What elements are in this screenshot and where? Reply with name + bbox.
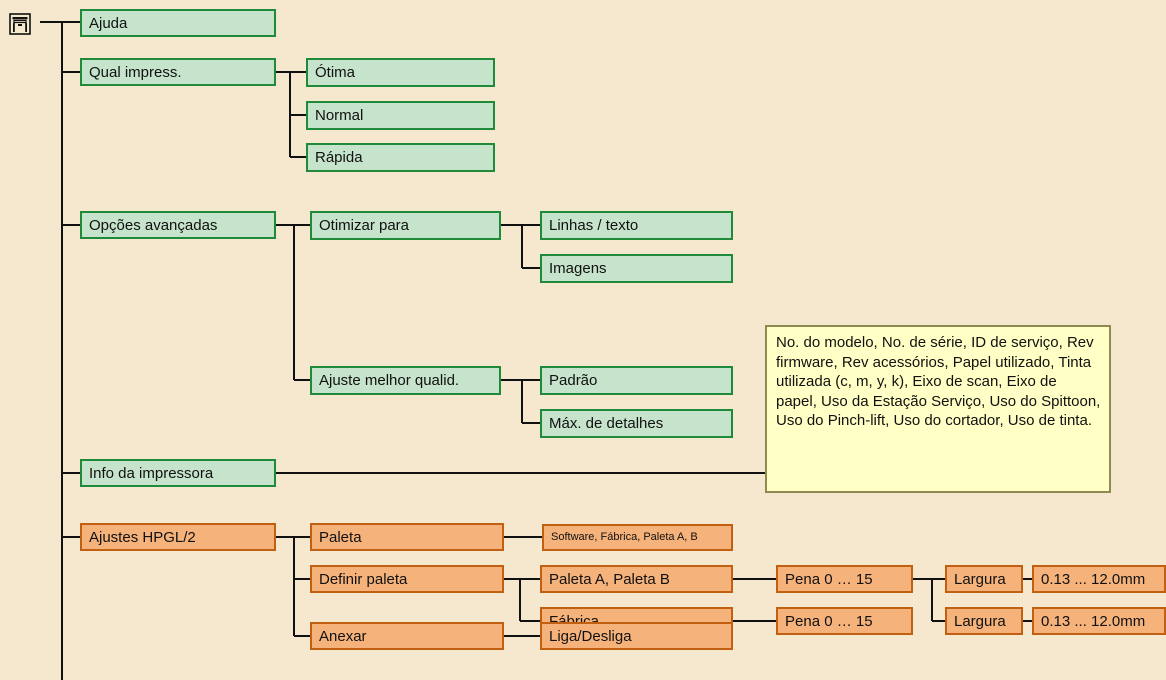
menu-info-impressora[interactable]: Info da impressora: [80, 459, 276, 487]
largura-item-1[interactable]: Largura: [945, 565, 1023, 593]
largura-item-2[interactable]: Largura: [945, 607, 1023, 635]
option-max-detalhes-label: Máx. de detalhes: [549, 415, 664, 432]
largura-item-1-label: Largura: [954, 570, 1006, 588]
pena-selector-1[interactable]: Pena 0 … 15: [776, 565, 913, 593]
menu-otimizar-para-label: Otimizar para: [319, 217, 410, 234]
menu-qual-impress-label: Qual impress.: [89, 63, 182, 81]
menu-anexar[interactable]: Anexar: [310, 622, 504, 650]
menu-ajuda-label: Ajuda: [89, 14, 128, 32]
menu-ajuda[interactable]: Ajuda: [80, 9, 276, 37]
menu-definir-paleta[interactable]: Definir paleta: [310, 565, 504, 593]
option-otima-label: Ótima: [315, 64, 356, 81]
pena-selector-1-label: Pena 0 … 15: [785, 570, 873, 588]
menu-opcoes-avancadas-label: Opções avançadas: [89, 216, 218, 234]
largura-range-1[interactable]: 0.13 ... 12.0mm: [1032, 565, 1166, 593]
menu-otimizar-para[interactable]: Otimizar para: [310, 211, 501, 240]
option-paleta-a-b-label: Paleta A, Paleta B: [549, 570, 670, 588]
option-otima[interactable]: Ótima: [306, 58, 495, 87]
menu-ajustes-hpgl2-label: Ajustes HPGL/2: [89, 528, 196, 546]
option-liga-desliga[interactable]: Liga/Desliga: [540, 622, 733, 650]
option-linhas-texto[interactable]: Linhas / texto: [540, 211, 733, 240]
menu-opcoes-avancadas[interactable]: Opções avançadas: [80, 211, 276, 239]
menu-ajuste-melhor-qualid[interactable]: Ajuste melhor qualid.: [310, 366, 501, 395]
option-imagens-label: Imagens: [549, 260, 607, 277]
option-paleta-values-label: Software, Fábrica, Paleta A, B: [551, 531, 698, 543]
largura-item-2-label: Largura: [954, 612, 1006, 630]
option-padrao[interactable]: Padrão: [540, 366, 733, 395]
menu-ajuste-melhor-qualid-label: Ajuste melhor qualid.: [319, 372, 460, 389]
option-linhas-texto-label: Linhas / texto: [549, 217, 639, 234]
option-rapida-label: Rápida: [315, 149, 363, 166]
menu-anexar-label: Anexar: [319, 627, 367, 645]
menu-info-impressora-label: Info da impressora: [89, 464, 214, 482]
option-padrao-label: Padrão: [549, 372, 598, 389]
info-impressora-note-text: No. do modelo, No. de série, ID de servi…: [776, 334, 1101, 429]
option-liga-desliga-label: Liga/Desliga: [549, 627, 632, 645]
menu-definir-paleta-label: Definir paleta: [319, 570, 408, 588]
largura-range-1-label: 0.13 ... 12.0mm: [1041, 570, 1146, 588]
option-rapida[interactable]: Rápida: [306, 143, 495, 172]
pena-selector-2[interactable]: Pena 0 … 15: [776, 607, 913, 635]
printer-icon: [9, 13, 31, 35]
menu-ajustes-hpgl2[interactable]: Ajustes HPGL/2: [80, 523, 276, 551]
option-imagens[interactable]: Imagens: [540, 254, 733, 283]
largura-range-2-label: 0.13 ... 12.0mm: [1041, 612, 1146, 630]
info-impressora-note: No. do modelo, No. de série, ID de servi…: [765, 325, 1111, 493]
option-paleta-a-b[interactable]: Paleta A, Paleta B: [540, 565, 733, 593]
pena-selector-2-label: Pena 0 … 15: [785, 612, 873, 630]
option-paleta-values[interactable]: Software, Fábrica, Paleta A, B: [542, 524, 733, 551]
option-normal-label: Normal: [315, 107, 364, 124]
option-normal[interactable]: Normal: [306, 101, 495, 130]
largura-range-2[interactable]: 0.13 ... 12.0mm: [1032, 607, 1166, 635]
menu-paleta-label: Paleta: [319, 528, 362, 546]
menu-qual-impress[interactable]: Qual impress.: [80, 58, 276, 86]
menu-paleta[interactable]: Paleta: [310, 523, 504, 551]
option-max-detalhes[interactable]: Máx. de detalhes: [540, 409, 733, 438]
